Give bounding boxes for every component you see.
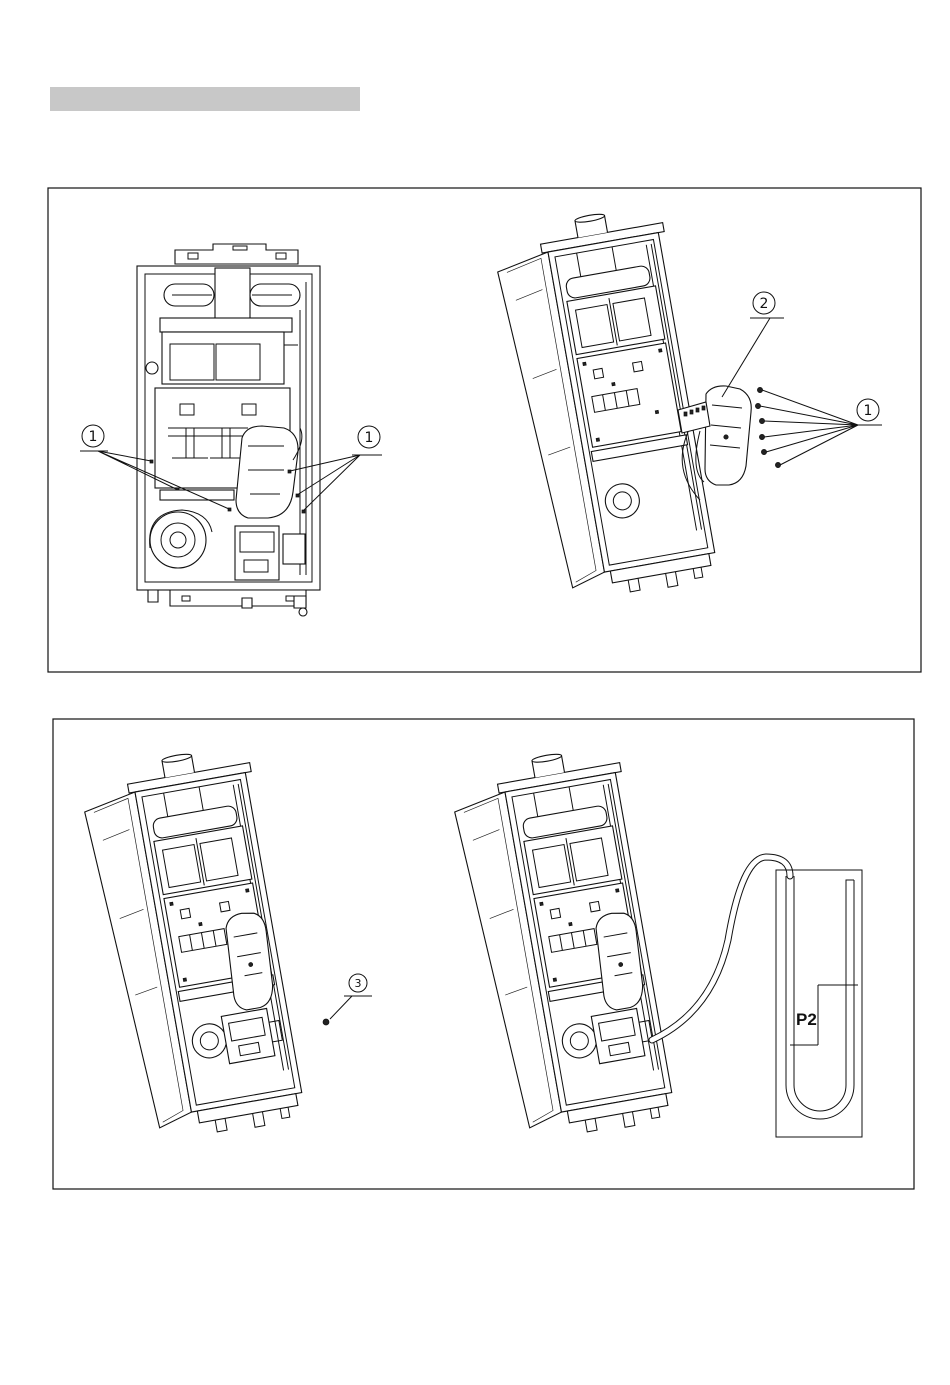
manometer-board xyxy=(776,870,862,1137)
heat-exchanger xyxy=(162,332,284,384)
callout-pressure-screw: 3 xyxy=(323,974,372,1025)
u-tube-outer xyxy=(786,876,854,1119)
water-valve-block xyxy=(283,534,305,564)
u-tube-inner xyxy=(794,876,854,1111)
hood xyxy=(160,318,292,332)
pressure-tube xyxy=(652,857,790,1040)
callout-leader xyxy=(330,996,372,1019)
control-unit-body xyxy=(705,386,751,485)
pressure-test-screw xyxy=(323,1019,329,1025)
top-mounting-bracket xyxy=(175,244,298,264)
screw xyxy=(757,387,762,392)
screw xyxy=(761,449,766,454)
screw xyxy=(775,462,780,467)
callout-leader xyxy=(722,318,784,397)
callout-number: 3 xyxy=(355,977,362,990)
callout-number: 2 xyxy=(760,296,769,312)
left-fitting xyxy=(146,362,158,374)
fan-housing xyxy=(150,512,206,568)
heater-tilted-assembled-left xyxy=(78,743,312,1147)
removed-screws xyxy=(755,387,780,467)
tube-outline xyxy=(652,857,790,1040)
callout-number: 1 xyxy=(89,429,98,445)
callout-leaders xyxy=(760,390,882,465)
screw xyxy=(755,403,760,408)
heater-tilted-assembled-right xyxy=(448,743,682,1147)
callout-screws: 1 xyxy=(760,390,882,465)
screw xyxy=(759,434,764,439)
heater-front-view xyxy=(137,244,320,616)
section-heading-bar xyxy=(50,87,360,111)
screw xyxy=(759,418,764,423)
heater-body xyxy=(448,743,682,1147)
heater-body xyxy=(78,743,312,1147)
pressure-label: P2 xyxy=(796,1010,817,1029)
drain-knob xyxy=(299,608,307,616)
u-tube-manometer: P2 xyxy=(776,870,862,1137)
control-unit-screw xyxy=(724,435,728,439)
callout-number: 1 xyxy=(365,430,374,446)
heater-tilted-open xyxy=(491,203,725,607)
callout-number: 1 xyxy=(864,403,873,419)
tube-bore xyxy=(652,857,790,1040)
callout-control-unit: 2 xyxy=(722,292,784,397)
